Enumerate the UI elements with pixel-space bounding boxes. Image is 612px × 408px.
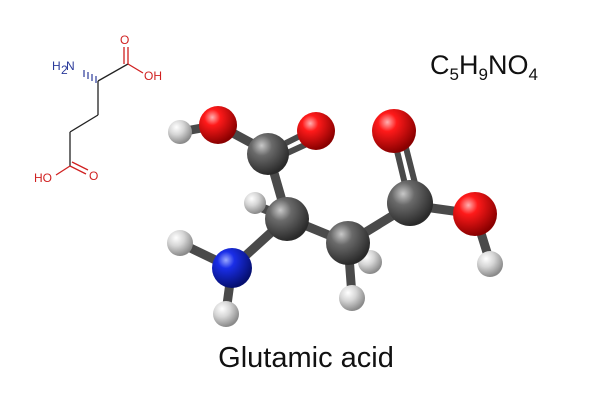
molecule-name-caption: Glutamic acid: [218, 342, 394, 374]
oxygen-atom: [199, 106, 237, 144]
carbon-atom: [326, 221, 370, 265]
hydrogen-atom: [244, 192, 266, 214]
hydrogen-atom: [167, 230, 193, 256]
formula-element: N: [487, 50, 508, 80]
bottom-hydroxyl-label: HO: [34, 171, 52, 185]
carbon-atom: [247, 133, 289, 175]
formula-element: O: [507, 50, 529, 80]
molecular-formula: C5H9NO4: [430, 50, 538, 84]
formula-subscript: 9: [478, 65, 488, 84]
hydrogen-atom: [168, 120, 192, 144]
carbon-atom: [387, 180, 433, 226]
hashed-wedge-bond: [83, 70, 97, 83]
oxygen-atom: [297, 112, 335, 150]
oxygen-atom: [453, 192, 497, 236]
formula-element: C: [430, 50, 450, 80]
top-hydroxyl-label: OH: [144, 69, 162, 83]
bottom-carbonyl-o-label: O: [89, 169, 98, 183]
nitrogen-atom: [212, 248, 252, 288]
hydrogen-atom: [213, 301, 239, 327]
top-carbonyl-o-label: O: [120, 33, 129, 47]
formula-subscript: 4: [528, 65, 538, 84]
hydrogen-atom: [339, 285, 365, 311]
formula-element: H: [458, 50, 479, 80]
hydrogen-atom: [477, 251, 503, 277]
oxygen-atom: [372, 109, 416, 153]
amine-label-sub: 2: [61, 63, 68, 77]
carbon-atom: [265, 197, 309, 241]
formula-subscript: 5: [449, 65, 459, 84]
amine-label-h: H: [52, 59, 61, 73]
amine-label-n: N: [66, 59, 75, 73]
